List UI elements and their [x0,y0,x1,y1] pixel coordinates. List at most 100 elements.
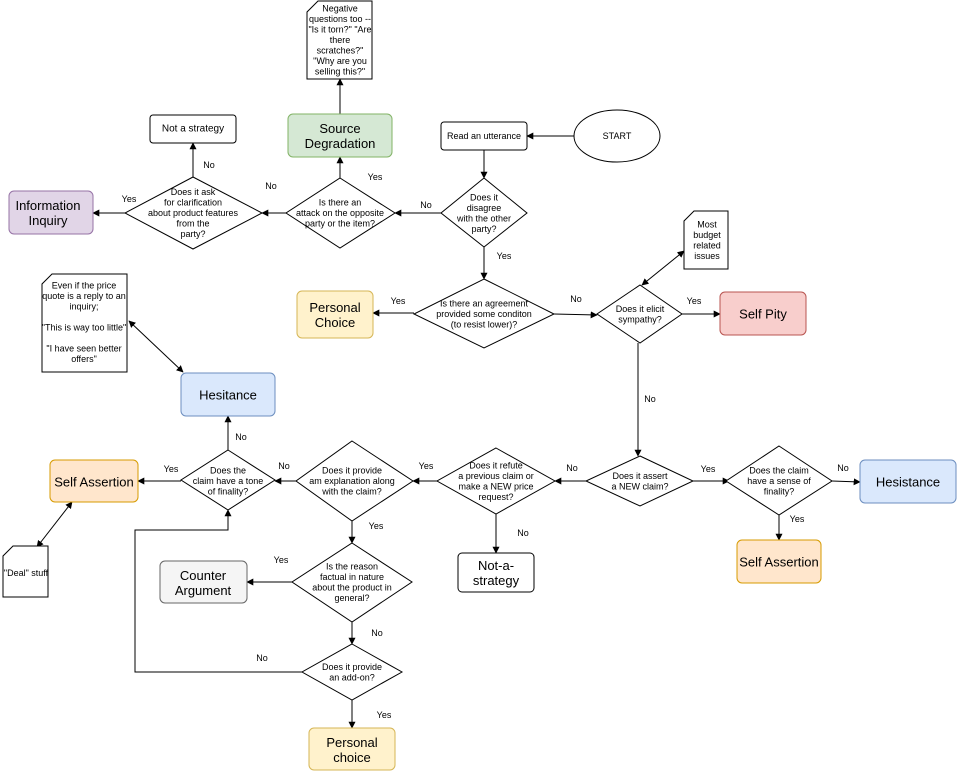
d-refute-label-line: Does it refute [469,460,523,470]
hesitance-right-box [859,459,957,504]
d-attack-label-line: party or the item? [305,219,375,229]
note-price-label-line: offers" [71,354,97,364]
edge-label-agree-no: No [570,294,582,304]
note-price-label-line: Even if the price [52,280,117,290]
not-a-strategy-label-line: Not a strategy [162,124,224,135]
d-factual-label-line: factual in nature [320,572,384,582]
price-quote-note [41,273,128,373]
d-disagree-label-line: disagree [467,203,502,213]
personal-choice-top-box [296,290,374,339]
connectors [36,78,861,729]
edge-label-clar-no: No [203,160,215,170]
edge-label-addon-yes: Yes [377,710,392,720]
personal-choice-top-label-line: Personal [309,300,360,315]
attack-decision [285,177,396,249]
self-pity-box [719,291,807,336]
counter-argument-box [159,560,248,604]
source-degradation-box [287,113,393,158]
edge-label-finality-yes: Yes [790,514,805,524]
d-new-claim-label-line: a NEW claim? [611,481,668,491]
d-explanation-label-line: with the claim? [321,487,382,497]
d-addon-label-line: Does it provide [322,662,382,672]
edge-label-addon-no: No [256,653,268,663]
edge-label-refute-yes: Yes [419,461,434,471]
note-deal-label-line: "Deal" stuff [4,568,49,578]
self-assertion-right-box [736,539,822,584]
d-clarification-label-line: about product features [148,208,239,218]
disagree-decision [440,177,528,248]
edge-finality-hesitance [831,478,861,486]
note-negative-label-line: "Why are you [313,56,367,66]
read-label: Read an utterance [447,131,521,141]
self-assertion-left-box [49,459,139,503]
explanation-decision [295,440,414,522]
hesitance-right-label: Hesistance [876,475,940,490]
note-budget-label-line: Most [697,219,717,229]
d-agreement-label-line: provided some conditon [436,309,532,319]
edge-label-symp-no: No [644,394,656,404]
edge-hesitance-pricenote [128,320,184,373]
note-negative-label-line: selling this?" [315,67,365,77]
note-negative-label-line: Negative [322,4,358,14]
hesitance-top-label: Hesitance [199,388,257,403]
edge-label-newclaim-no: No [566,463,578,473]
edge-label-refute-no: No [517,528,529,538]
note-deal-label: "Deal" stuff [4,568,49,578]
tone-finality-decision [180,449,276,511]
self-assertion-right-label: Self Assertion [739,555,819,570]
d-claim-finality-label-line: finality? [764,487,795,497]
d-refute-label-line: make a NEW price [458,481,533,491]
note-budget-label-line: issues [694,251,720,261]
not-a-strategy-2-label-line: Not-a- [478,558,514,573]
information-inquiry-box [8,190,94,235]
counter-argument-label-line: Argument [175,583,232,598]
edge-label-factual-yes: Yes [274,555,289,565]
not-a-strategy-2-label: Not-a-strategy [473,558,520,588]
hesitance-top-box [180,372,276,417]
note-negative-label-line: there [330,35,351,45]
d-clarification-label-line: party? [180,229,205,239]
d-sympathy-label-line: Does it elicit [616,304,665,314]
new-claim-decision [584,455,695,507]
note-price-label-line: inquiry; [69,301,98,311]
budget-issues-note [683,210,729,270]
source-degradation-label-line: Degradation [305,136,376,151]
edge-label-expl-yes: Yes [369,521,384,531]
edge-label-attack-no: No [265,181,277,191]
agreement-decision [412,278,556,349]
edge-agreement-sympathy [553,311,598,319]
counter-argument-label-line: Counter [180,568,227,583]
d-explanation-label-line: Does it provide [322,466,382,476]
d-sympathy-label-line: sympathy? [618,314,662,324]
personal-choice-bottom-box [308,727,396,771]
edge-label-expl-no: No [278,461,290,471]
note-price-label-line: quote is a reply to an [42,291,126,301]
start-label-line: START [603,131,632,141]
self-assertion-left-label: Self Assertion [54,475,134,490]
read-utterance-box [440,121,528,151]
note-price-label-line: "This is way too little" [42,322,126,332]
self-pity-label-line: Self Pity [739,307,787,322]
personal-choice-bottom-label-line: choice [333,750,371,765]
d-refute-label-line: a previous claim or [458,471,534,481]
edge-label-clar-yes: Yes [122,194,137,204]
edge-label-symp-yes: Yes [687,296,702,306]
note-negative-label-line: scratches?" [317,46,364,56]
